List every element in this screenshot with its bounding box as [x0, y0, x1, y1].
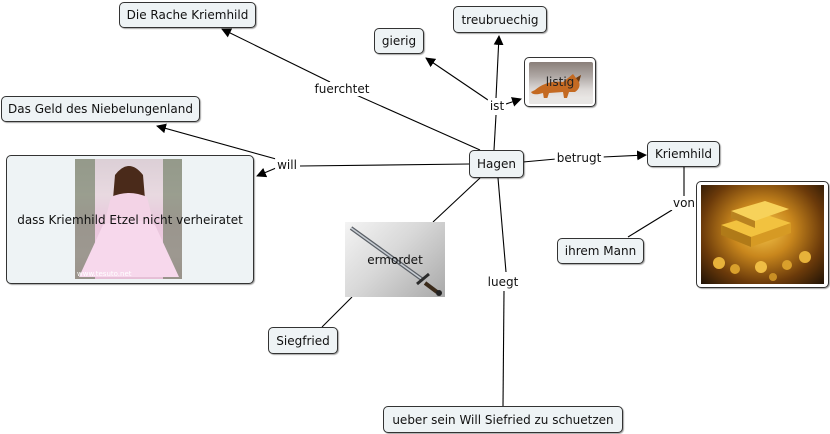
edge-ist-treu: [493, 35, 504, 99]
node-die-rache-kriemhild[interactable]: Die Rache Kriemhild: [119, 2, 256, 28]
edge-ermordet-siegfried: [321, 296, 353, 328]
node-label: ermordet: [367, 252, 423, 267]
link-label-ist: ist: [487, 99, 507, 113]
edge-von-mann: [627, 209, 673, 238]
link-label-betrugt: betrugt: [554, 151, 604, 165]
gold-bars-icon: [713, 201, 811, 281]
node-hagen[interactable]: Hagen: [469, 150, 524, 178]
node-label: ueber sein Will Siefried zu schuetzen: [392, 412, 614, 427]
edge-will-geld: [156, 123, 277, 160]
node-label: listig: [545, 75, 575, 89]
node-ueber-sein-will[interactable]: ueber sein Will Siefried zu schuetzen: [383, 406, 623, 433]
link-label-luegt: luegt: [485, 275, 521, 289]
link-label-fuerchtet: fuerchtet: [312, 82, 372, 96]
node-label: Die Rache Kriemhild: [126, 8, 249, 22]
node-dass-kriemhild-etzel[interactable]: www.tesuto.net dass Kriemhild Etzel nich…: [6, 155, 254, 284]
photo-watermark: www.tesuto.net: [77, 270, 132, 278]
node-label: ihrem Mann: [564, 244, 637, 258]
node-label: Kriemhild: [654, 147, 713, 161]
sword-icon: [349, 226, 442, 296]
edge-hagen-ermordet: [432, 177, 481, 223]
node-label: gierig: [381, 34, 417, 48]
edge-ist-gierig: [425, 57, 489, 101]
node-siegfried[interactable]: Siegfried: [268, 327, 338, 354]
edge-luegt-ueber: [502, 290, 505, 407]
gold-image-node[interactable]: [696, 181, 829, 288]
fox-icon: [529, 74, 593, 104]
node-label: Siegfried: [276, 333, 330, 348]
edge-hagen-will: [299, 163, 470, 167]
fox-photo: [529, 62, 593, 104]
node-kriemhild[interactable]: Kriemhild: [647, 141, 720, 167]
edge-hagen-betrugt: [522, 158, 557, 163]
edge-fuerchtet-rache: [221, 28, 331, 83]
node-treubruechig[interactable]: treubruechig: [453, 6, 547, 33]
node-ermordet[interactable]: ermordet: [345, 222, 445, 297]
node-label: Das Geld des Niebelungenland: [8, 102, 193, 116]
node-listig[interactable]: listig: [524, 57, 596, 107]
node-label: Hagen: [477, 157, 516, 171]
edge-hagen-luegt: [497, 177, 507, 273]
gold-bars-photo: [701, 185, 824, 284]
bride-photo: www.tesuto.net: [75, 159, 182, 279]
node-label: dass Kriemhild Etzel nicht verheiratet: [17, 212, 243, 227]
edge-will-dass: [256, 167, 277, 178]
node-gierig[interactable]: gierig: [374, 28, 424, 54]
link-label-will: will: [275, 158, 299, 172]
link-label-von: von: [670, 196, 698, 210]
edge-hagen-ist: [493, 114, 497, 151]
edge-betrugt-kriemhild: [602, 150, 647, 161]
bride-icon: [75, 159, 182, 279]
edge-hagen-fuerchtet: [344, 89, 481, 151]
node-das-geld-des-niebelungenland[interactable]: Das Geld des Niebelungenland: [1, 96, 200, 122]
node-ihrem-mann[interactable]: ihrem Mann: [557, 238, 644, 264]
edge-ist-listig: [505, 97, 522, 107]
node-label: treubruechig: [461, 12, 539, 27]
